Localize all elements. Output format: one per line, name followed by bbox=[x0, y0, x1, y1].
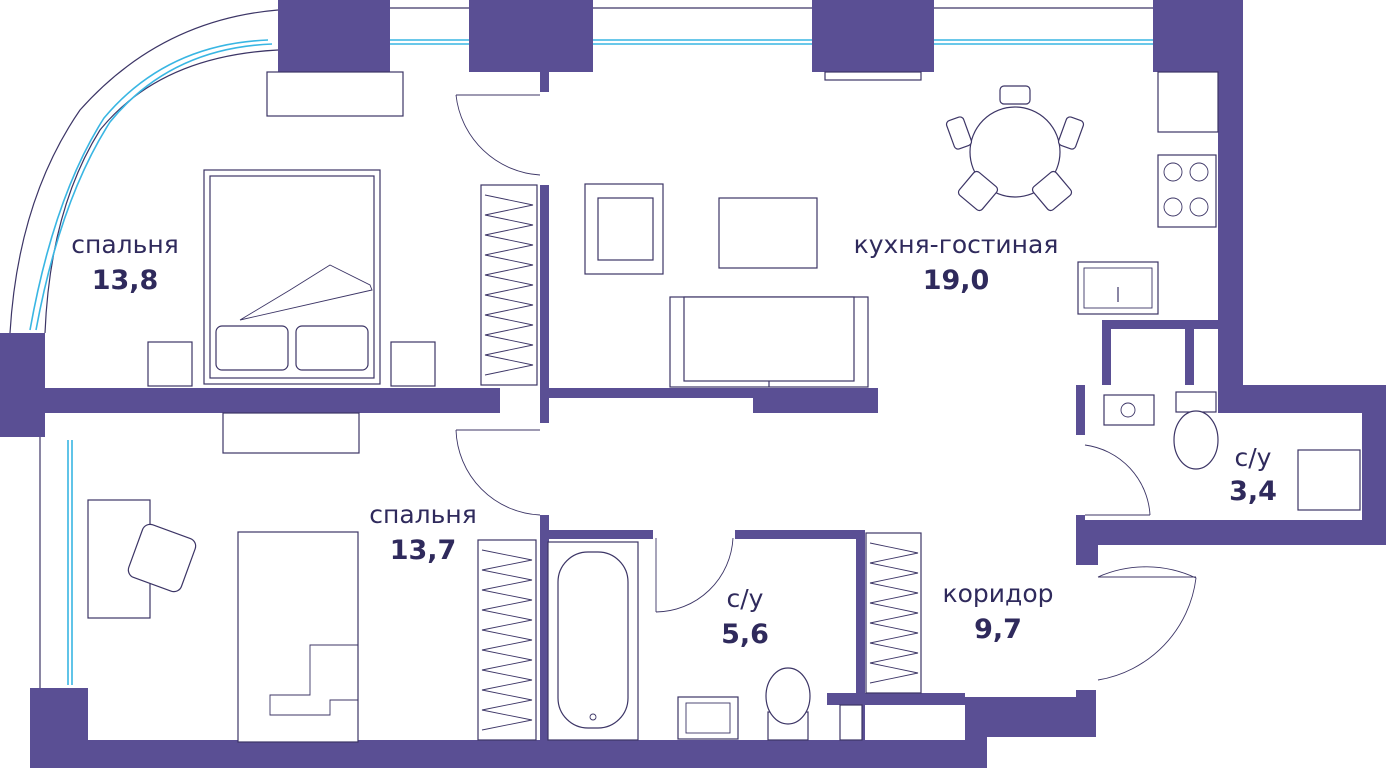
room-bedroom-2: спальня 13,7 bbox=[348, 502, 498, 564]
room-name: кухня-гостиная bbox=[853, 230, 1059, 259]
room-area: 9,7 bbox=[974, 614, 1022, 645]
room-name: спальня bbox=[369, 500, 477, 529]
doors bbox=[455, 94, 1197, 681]
room-corridor: коридор 9,7 bbox=[928, 581, 1068, 643]
room-name: с/у bbox=[726, 584, 764, 613]
windows bbox=[9, 7, 1153, 688]
room-name: спальня bbox=[71, 230, 179, 259]
room-bathroom-1: с/у 5,6 bbox=[700, 586, 790, 648]
room-area: 5,6 bbox=[721, 619, 769, 650]
room-name: с/у bbox=[1234, 443, 1272, 472]
room-area: 13,7 bbox=[389, 535, 457, 566]
room-bathroom-2: с/у 3,4 bbox=[1208, 445, 1298, 505]
room-name: коридор bbox=[942, 579, 1054, 608]
furniture bbox=[87, 71, 1361, 743]
room-kitchen-living: кухня-гостиная 19,0 bbox=[846, 232, 1066, 294]
room-area: 19,0 bbox=[922, 265, 990, 296]
room-area: 3,4 bbox=[1229, 476, 1277, 507]
room-bedroom-1: спальня 13,8 bbox=[50, 232, 200, 294]
room-area: 13,8 bbox=[91, 265, 159, 296]
